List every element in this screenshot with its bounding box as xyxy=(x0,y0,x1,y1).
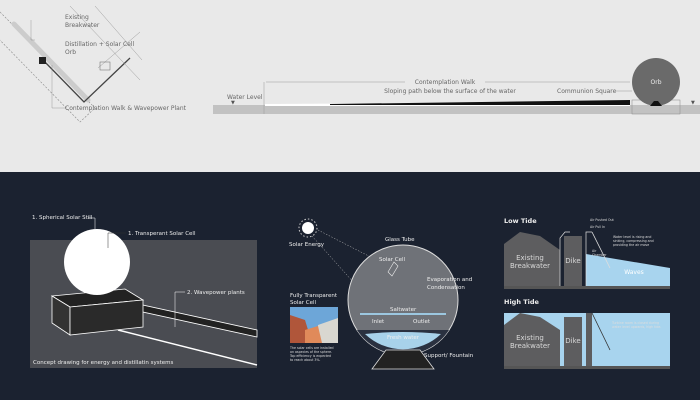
chamber-outline xyxy=(559,231,570,286)
turbine-shaft xyxy=(585,231,592,286)
long-section: Contemplation Walk Sloping path below th… xyxy=(213,58,700,115)
label-orb-2: Orb xyxy=(65,49,76,56)
turbine-pipe xyxy=(591,231,611,269)
high-tide-diagram: High Tide Turbine room is closed during … xyxy=(504,298,670,369)
label-waves: Waves xyxy=(624,269,644,276)
turbine-pipe xyxy=(591,312,611,351)
water-level-marker-icon: ▼ xyxy=(691,100,695,106)
site-plan: Existing Breakwater Distillation + Solar… xyxy=(0,5,187,123)
dike-high xyxy=(564,317,582,366)
ground xyxy=(504,286,670,289)
site-plan-and-section-panel xyxy=(0,0,700,172)
label-solar-energy: Solar Energy xyxy=(289,242,325,248)
ground-section xyxy=(213,105,700,114)
breakwater-low xyxy=(504,232,560,286)
high-note-1: Turbine room is closed during xyxy=(611,321,659,325)
orb-section xyxy=(632,58,680,106)
orb-detail: Solar Energy Glass Tube Solar Cell Evapo… xyxy=(289,218,474,370)
label-air-chamber: Air xyxy=(592,249,597,253)
orb-marker xyxy=(39,57,46,64)
sloping-path xyxy=(330,100,630,105)
label-dike-low: Dike xyxy=(565,257,580,265)
transparent-solar-cell-photo xyxy=(290,307,338,343)
leader-line xyxy=(174,291,185,327)
label-evaporation: Evaporation and xyxy=(427,277,472,283)
fts-title: Fully Transparent xyxy=(290,293,338,299)
ground xyxy=(504,366,670,369)
label-air-out: Air Pushed Out xyxy=(590,218,614,222)
contemplation-walk-plan xyxy=(42,57,131,103)
leader-line xyxy=(107,232,126,248)
sun-icon xyxy=(302,222,314,234)
fts-title-2: Solar Cell xyxy=(290,300,317,306)
fresh-water xyxy=(365,332,441,350)
label-saltwater: Saltwater xyxy=(390,307,417,313)
label-condensation: Condensation xyxy=(427,285,465,291)
fts-note-4: to reach about 3%. xyxy=(290,358,320,362)
label-breakwater-low-2: Breakwater xyxy=(510,262,550,270)
label-outlet: Outlet xyxy=(413,319,431,325)
leader-line xyxy=(51,65,66,109)
spherical-solar-still xyxy=(64,229,130,295)
low-tide-title: Low Tide xyxy=(504,217,537,225)
low-tide-diagram: Low Tide Air Pushed Out Air Pull In Wate… xyxy=(504,217,670,289)
concept-drawing: 1. Spherical Solar Still 1. Transperant … xyxy=(30,215,258,368)
building-outline xyxy=(99,61,111,71)
leader-line xyxy=(30,20,35,41)
turbine-room xyxy=(586,313,592,366)
label-orb-section: Orb xyxy=(651,79,662,86)
high-note-2: water level upwards, high tide. xyxy=(612,325,661,329)
label-support: Support/ Fountain xyxy=(424,353,474,359)
high-tide-title: High Tide xyxy=(504,298,540,306)
sun-rays-icon xyxy=(298,218,318,238)
label-existing-breakwater-2: Breakwater xyxy=(65,22,100,29)
label-wavepower-plants: 2. Wavepower plants xyxy=(187,290,245,296)
label-solar-cell: Solar Cell xyxy=(379,257,406,263)
breakwater-high xyxy=(504,313,560,366)
label-communion-square: Communion Square xyxy=(557,88,617,95)
label-air-chamber-2: Chamber xyxy=(592,253,607,257)
label-fresh-water: Fresh water xyxy=(387,335,420,341)
label-sloping-path: Sloping path below the surface of the wa… xyxy=(384,88,516,95)
low-note-2: sinking, compressing and xyxy=(613,239,654,243)
wavepower-plant-edge xyxy=(117,329,258,366)
label-air-in: Air Pull In xyxy=(590,225,605,229)
orb-base xyxy=(650,101,662,106)
label-spherical-solar-still: 1. Spherical Solar Still xyxy=(32,215,93,221)
label-walk: Contemplation Walk & Wavepower Plant xyxy=(65,105,187,112)
label-water-level: Water Level xyxy=(227,94,263,101)
label-inlet: Inlet xyxy=(372,319,385,325)
coast-line xyxy=(97,31,141,69)
label-dike-high: Dike xyxy=(565,337,580,345)
fts-note-2: on aspecies of the sphere. xyxy=(290,350,332,354)
solar-cell-icon xyxy=(387,261,399,277)
low-note-3: providing the air move xyxy=(613,243,649,247)
plan-boundary xyxy=(0,11,96,123)
fts-note-3: Top efficiency is expected xyxy=(289,354,331,358)
dike-low xyxy=(564,236,582,286)
breakwater-strip xyxy=(11,21,91,103)
low-note-1: Water level is rising and xyxy=(613,235,651,239)
label-orb: Distillation + Solar Cell xyxy=(65,41,135,48)
label-breakwater-high: Existing xyxy=(516,334,544,342)
label-breakwater-low: Existing xyxy=(516,254,544,262)
support-fountain xyxy=(371,349,435,370)
saltwater-tray xyxy=(360,313,446,315)
coast-line xyxy=(69,5,141,81)
label-bg xyxy=(405,78,485,86)
concept-caption: Concept drawing for energy and distillat… xyxy=(33,360,173,366)
coast-line xyxy=(94,5,143,61)
label-glass-tube: Glass Tube xyxy=(385,237,415,243)
label-existing-breakwater: Existing xyxy=(65,14,89,21)
leader-line xyxy=(88,217,96,229)
label-breakwater-high-2: Breakwater xyxy=(510,342,550,350)
water-level-marker-icon: ▼ xyxy=(231,100,235,106)
base-block-front xyxy=(69,299,144,336)
fts-note-1: The solar cells are installed xyxy=(289,346,334,350)
label-contemplation-walk: Contemplation Walk xyxy=(415,79,476,86)
label-transparent-solar-cell: 1. Transperant Solar Cell xyxy=(128,231,196,237)
